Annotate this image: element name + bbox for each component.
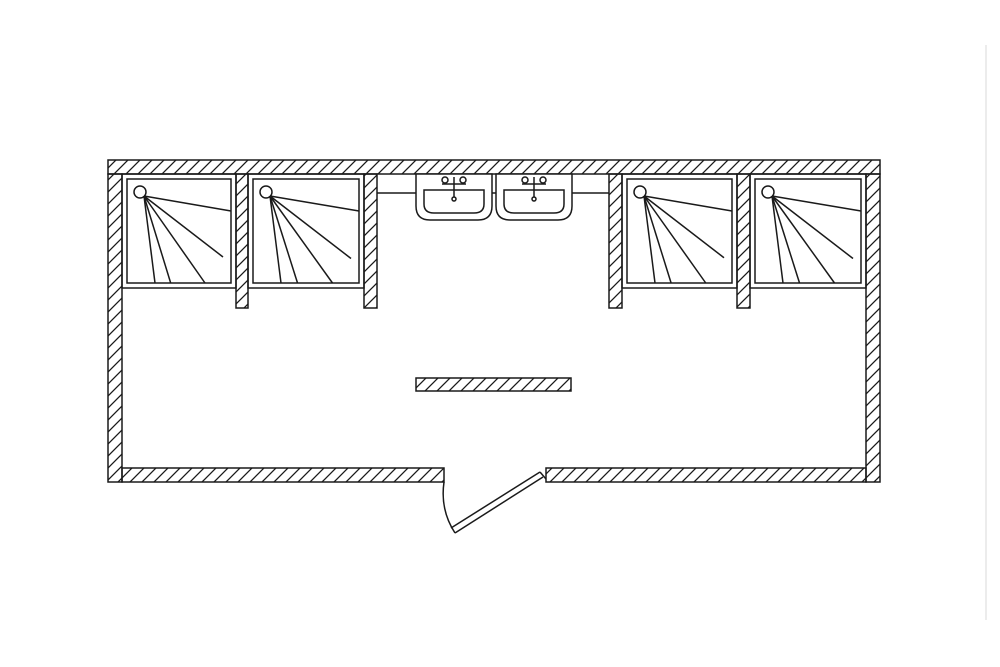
door-leaf-end (539, 471, 547, 480)
spray-line (143, 195, 206, 284)
wall-right (865, 173, 881, 483)
drain (531, 196, 537, 202)
spray-line (143, 195, 156, 284)
sink-basin-inner (503, 189, 565, 214)
faucet-handle-left (521, 176, 529, 184)
wall-top (107, 159, 881, 175)
door-leaf-inner (450, 471, 541, 529)
shower-head (259, 185, 273, 199)
shower-tray-inner (754, 178, 862, 284)
spray-line (643, 195, 656, 284)
sinks (415, 173, 573, 221)
sink-2 (495, 173, 573, 221)
shower-head (133, 185, 147, 199)
shower-tray-inner (252, 178, 360, 284)
shower-head (761, 185, 775, 199)
divider-1 (235, 173, 249, 309)
spray-line (143, 195, 224, 258)
spray-line (643, 195, 725, 259)
entrance-door (442, 471, 547, 534)
sink-basin-inner (423, 189, 485, 214)
shower-3 (621, 173, 738, 289)
faucet-handle-right (459, 176, 467, 184)
shower-tray-outer (121, 173, 237, 289)
spray-line (269, 195, 334, 284)
wall-left (107, 173, 123, 483)
shower-tray-inner (126, 178, 232, 284)
stall-dividers (235, 173, 751, 309)
spray-line (771, 195, 801, 284)
drain (451, 196, 457, 202)
sink-1 (415, 173, 493, 221)
faucet-handle-right (539, 176, 547, 184)
spray-line (269, 195, 360, 212)
door-leaf-outer (454, 476, 544, 534)
shower-tray-outer (247, 173, 365, 289)
showers (121, 173, 867, 289)
divider-3 (608, 173, 623, 309)
exterior-walls (107, 159, 881, 483)
spray-line (269, 195, 299, 284)
shower-2 (247, 173, 365, 289)
divider-4 (736, 173, 751, 309)
spray-line (771, 195, 862, 212)
wall-bottom-right (545, 467, 867, 483)
spray-line (143, 195, 232, 212)
faucet-handle-left (441, 176, 449, 184)
shower-tray-inner (626, 178, 733, 284)
center-partition (415, 377, 572, 392)
spray-line (771, 195, 784, 284)
shower-1 (121, 173, 237, 289)
shower-4 (749, 173, 867, 289)
door-swing-arc (442, 481, 456, 534)
spray-line (771, 195, 854, 260)
spray-line (269, 195, 282, 284)
spray-line (643, 195, 733, 212)
divider-2 (363, 173, 378, 309)
spray-line (143, 195, 172, 284)
spray-line (643, 195, 672, 284)
spray-line (643, 195, 707, 284)
shower-head (633, 185, 647, 199)
shower-tray-outer (621, 173, 738, 289)
wall-bottom-left (121, 467, 445, 483)
shower-tray-outer (749, 173, 867, 289)
spray-line (771, 195, 836, 284)
spray-line (269, 195, 352, 260)
